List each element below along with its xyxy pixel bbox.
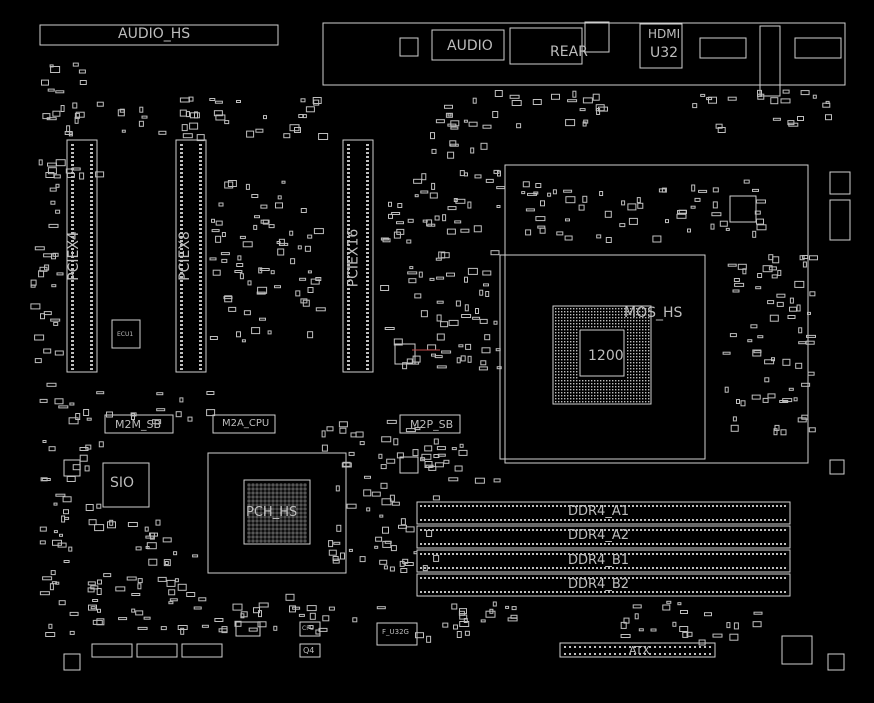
q4-label: Q4 <box>303 646 315 655</box>
ddr4-a2-slot <box>416 525 791 549</box>
m2p-sb-outline <box>399 414 461 434</box>
m2m-sb-label: M2M_SB <box>115 418 162 431</box>
m2a-cpu-label: M2A_CPU <box>222 418 270 429</box>
cpu-label: 1200 <box>588 348 624 364</box>
ddr4-a2-label: DDR4_A2 <box>568 528 629 543</box>
pciex4-slot <box>66 139 98 373</box>
ddr4-a1-label: DDR4_A1 <box>568 504 629 519</box>
pciex16-label: PCIEX16 <box>345 228 362 288</box>
hdmi-label: HDMI <box>648 27 681 41</box>
cpu-fan-label: CPU <box>302 625 315 632</box>
m2a-cpu-outline <box>212 414 276 434</box>
cpu-socket-outline <box>499 254 706 460</box>
rear-label: REAR <box>550 44 588 60</box>
rear-io-outline <box>322 22 846 86</box>
audio-label: AUDIO <box>447 38 493 54</box>
pciex8-slot <box>175 139 207 373</box>
ddr4-b1-slot <box>416 549 791 573</box>
pch-hs-outline <box>207 452 347 574</box>
pciex4-label: PCIEX4 <box>65 231 82 281</box>
ddr4-b2-label: DDR4_B2 <box>568 577 630 592</box>
atx-label: ATX <box>629 644 650 657</box>
ddr4-b2-slot <box>416 573 791 597</box>
mos-hs-label: MOS_HS <box>624 305 683 321</box>
audio-hs-outline <box>39 24 279 46</box>
sio-label: SIO <box>110 475 135 491</box>
f-u32g-label: F_U32G <box>382 628 409 636</box>
m2m-sb-outline <box>104 414 174 434</box>
pciex8-label: PCIEX8 <box>176 231 193 281</box>
u32-label: U32 <box>650 45 679 61</box>
pciex16-slot <box>342 139 374 373</box>
cpu-core <box>552 305 652 405</box>
audio-hs-label: AUDIO_HS <box>118 26 191 42</box>
ddr4-b1-label: DDR4_B1 <box>568 553 630 568</box>
m2p-sb-label: M2P_SB <box>410 418 454 431</box>
pch-hs-label: PCH_HS <box>246 505 298 520</box>
atx-connector <box>559 642 716 658</box>
ecu1-label: ECU1 <box>117 331 134 338</box>
pch-chip <box>243 479 311 545</box>
sio-chip <box>102 462 150 508</box>
ddr4-a1-slot <box>416 501 791 525</box>
